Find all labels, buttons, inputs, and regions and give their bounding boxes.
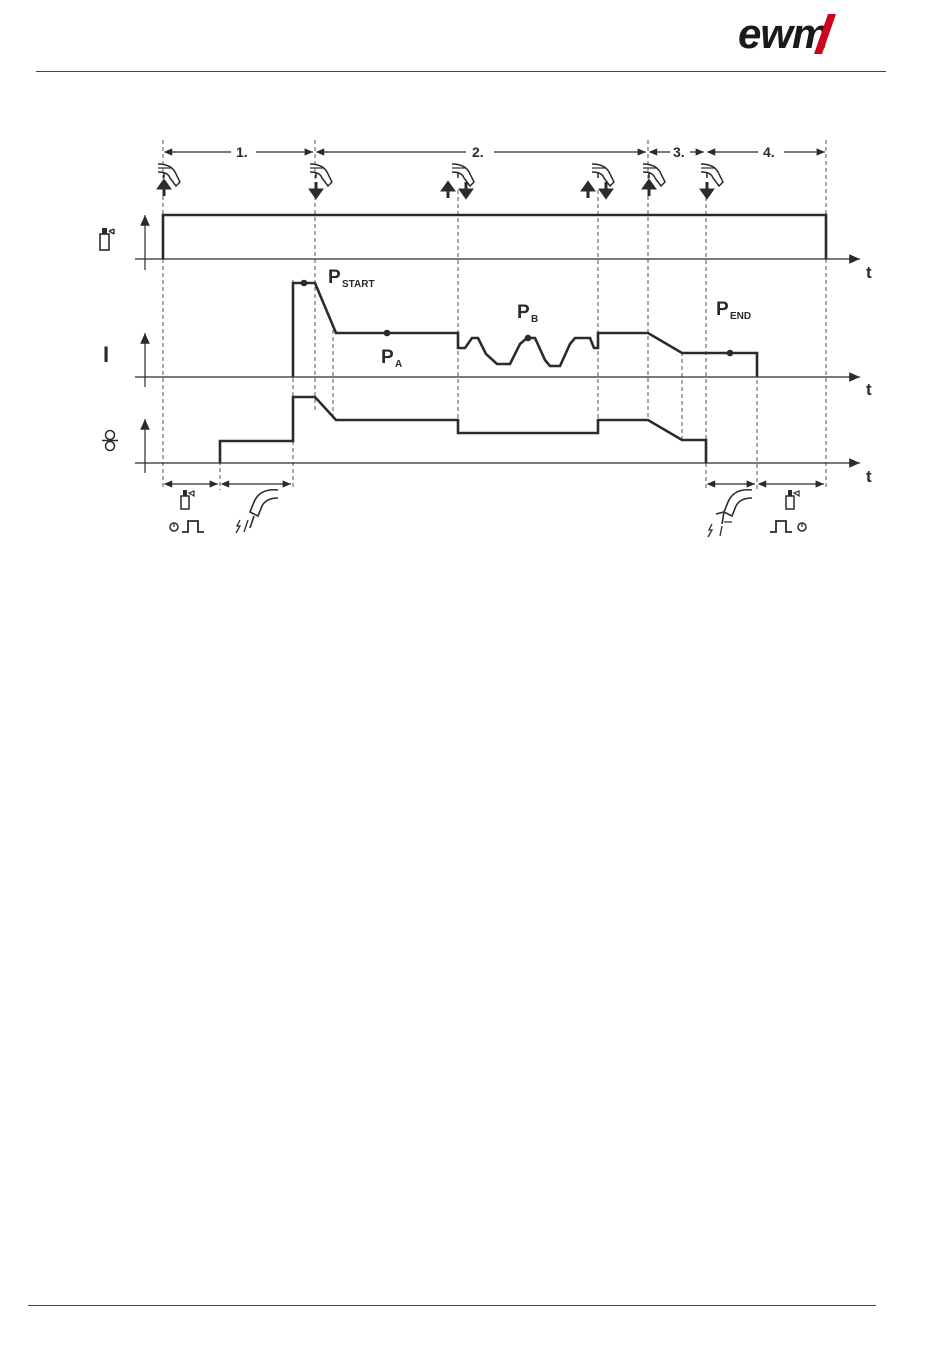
current-point-start bbox=[301, 280, 308, 287]
torch-trigger-release-icon bbox=[310, 164, 332, 197]
current-axis-label: I bbox=[103, 342, 109, 367]
phase-label-2: 2. bbox=[472, 144, 484, 160]
current-signal-line bbox=[293, 283, 757, 377]
current-point-a bbox=[384, 330, 391, 337]
point-label-a: P A bbox=[381, 347, 402, 370]
svg-text:P: P bbox=[381, 347, 394, 368]
point-label-start: P START bbox=[328, 267, 375, 290]
svg-text:B: B bbox=[531, 314, 538, 325]
time-axis-label-gas: t bbox=[866, 263, 872, 282]
svg-text:A: A bbox=[395, 359, 402, 370]
phase-brackets: 1. 2. 3. 4. bbox=[165, 144, 825, 160]
torch-trigger-press-icon bbox=[158, 164, 180, 196]
torch-trigger-release-icon bbox=[701, 164, 723, 197]
svg-text:P: P bbox=[716, 299, 729, 320]
current-point-b bbox=[525, 335, 532, 342]
torch-trigger-press-icon bbox=[643, 164, 665, 196]
point-label-b: P B bbox=[517, 302, 538, 325]
point-label-end: P END bbox=[716, 299, 751, 322]
wire-feed-rolls-icon bbox=[102, 431, 118, 451]
arc-ignition-torch-icon bbox=[236, 490, 278, 533]
welding-sequence-diagram: 1. 2. 3. 4. t t t I bbox=[0, 0, 950, 560]
svg-text:START: START bbox=[342, 279, 375, 290]
svg-text:P: P bbox=[328, 267, 341, 288]
phase-label-3: 3. bbox=[673, 144, 685, 160]
time-axis-label-wire: t bbox=[866, 467, 872, 486]
phase-label-4: 4. bbox=[763, 144, 775, 160]
wire-feed-signal-line bbox=[220, 397, 706, 463]
phase-label-1: 1. bbox=[236, 144, 248, 160]
arc-end-torch-icon bbox=[708, 490, 752, 537]
gas-cylinder-icon bbox=[100, 228, 114, 250]
gas-postflow-icon bbox=[770, 490, 806, 532]
time-axis-label-current: t bbox=[866, 380, 872, 399]
current-point-end bbox=[727, 350, 734, 357]
svg-text:END: END bbox=[730, 311, 751, 322]
gas-preflow-icon bbox=[170, 490, 204, 532]
gas-signal-line bbox=[163, 215, 826, 259]
footer-rule bbox=[28, 1305, 876, 1306]
svg-text:P: P bbox=[517, 302, 530, 323]
